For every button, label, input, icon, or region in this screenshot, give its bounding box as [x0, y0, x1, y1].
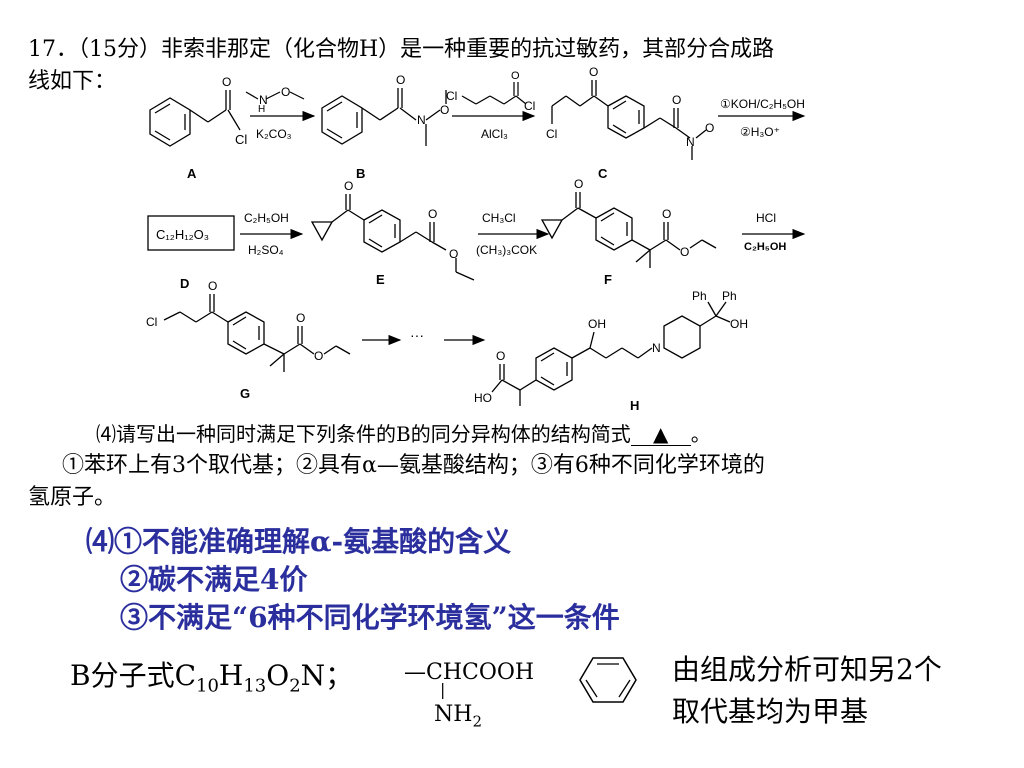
analysis-line-3: ③不满足“6种不同化学环境氢”这一条件	[120, 601, 620, 634]
compound-a-structure	[149, 90, 241, 147]
formula-h: H	[218, 659, 244, 692]
label-b: B	[356, 166, 365, 181]
label-d: D	[180, 276, 189, 291]
arrow2-below: AlCl₃	[481, 127, 508, 141]
arrow3-below: ②H₃O⁺	[740, 125, 780, 139]
compound-b-structure	[321, 88, 447, 146]
arrow2-reagent-structure	[461, 82, 527, 105]
label-f: F	[604, 272, 612, 287]
question-line-2: 线如下：	[28, 69, 117, 94]
conclusion-line-1: 由组成分析可知另2个	[672, 653, 942, 686]
atom-oh: OH	[588, 317, 606, 331]
atom-o: O	[672, 93, 681, 107]
compound-f-structure	[540, 192, 717, 268]
benzene-ring-icon	[579, 657, 637, 703]
compound-h-structure	[491, 301, 731, 406]
atom-cl: Cl	[546, 127, 557, 141]
atom-n: N	[652, 341, 661, 355]
amino-acid-group-bottom: NH2	[434, 702, 482, 730]
arrow6-above: HCl	[756, 211, 776, 225]
compound-d-box	[147, 215, 235, 251]
label-g: G	[240, 386, 250, 401]
atom-o: O	[705, 121, 714, 135]
arrow6-below: C₂H₅OH	[744, 241, 786, 253]
atom-o: O	[396, 73, 405, 87]
formula-o: O	[266, 659, 290, 692]
atom-o: O	[574, 177, 583, 191]
answer-blank: ▲	[630, 423, 691, 446]
arrow2-cl: Cl	[446, 89, 457, 103]
compound-c-structure	[551, 80, 707, 160]
atom-n: N	[259, 93, 268, 107]
compound-d-formula: C₁₂H₁₂O₃	[156, 227, 209, 242]
atom-o: O	[314, 349, 323, 363]
analysis-line-1: ⑷①不能准确理解α-氨基酸的含义	[86, 525, 512, 558]
arrow5-above: CH₃Cl	[482, 211, 516, 225]
formula-n: N	[300, 659, 326, 692]
arrow5-below: (CH₃)₃COK	[476, 243, 537, 257]
label-h: H	[630, 398, 639, 413]
formula-o-count: 2	[289, 675, 301, 697]
amino-nh: NH	[434, 702, 473, 727]
atom-o: O	[496, 349, 505, 363]
label-c: C	[598, 166, 608, 181]
arrow1-reagent-structure	[245, 91, 305, 100]
arrow1-below: K₂CO₃	[256, 127, 292, 141]
compound-g-structure	[163, 294, 351, 372]
subquestion-prompt: ⑷请写出一种同时满足下列条件的B的同分异构体的结构简式▲。	[96, 420, 711, 448]
formula-c: C	[174, 659, 197, 692]
amino-nh-sub: 2	[472, 712, 482, 731]
compound-e-structure	[310, 194, 475, 281]
amino-acid-group-bar: |	[440, 680, 446, 699]
atom-o: O	[222, 75, 231, 89]
amino-acid-group-top: —CHCOOH	[404, 660, 535, 685]
atom-cl: Cl	[146, 315, 157, 329]
atom-ph: Ph	[692, 289, 707, 303]
subquestion-conditions-2: 氢原子。	[28, 485, 117, 510]
label-a: A	[187, 166, 197, 181]
atom-o: O	[428, 207, 437, 221]
question-line-1: 17．（15分）非索非那定（化合物H）是一种重要的抗过敏药，其部分合成路	[28, 37, 775, 62]
arrow3-above: ①KOH/C₂H₅OH	[720, 97, 805, 111]
atom-ho: HO	[474, 391, 492, 405]
atom-o: O	[680, 245, 689, 259]
atom-o: O	[662, 207, 671, 221]
label-e: E	[376, 272, 385, 287]
subquestion-conditions-1: ①苯环上有3个取代基；②具有α—氨基酸结构；③有6种不同化学环境的	[62, 453, 765, 478]
arrow4-below: H₂SO₄	[248, 243, 284, 257]
conclusion-line-2: 取代基均为甲基	[672, 695, 869, 728]
formula-c-count: 10	[196, 675, 219, 697]
atom-o: O	[440, 103, 449, 117]
atom-o: O	[296, 311, 305, 325]
synthesis-scheme: O Cl A N O H K₂CO₃ O N O B Cl	[146, 65, 806, 413]
atom-o: O	[344, 179, 353, 193]
formula-h-count: 13	[243, 675, 267, 697]
atom-ph: Ph	[722, 289, 737, 303]
atom-o: O	[589, 65, 598, 79]
atom-cl: Cl	[235, 132, 247, 147]
atom-o: O	[281, 85, 290, 99]
formula-semicolon: ；	[325, 659, 354, 692]
subquestion-prompt-text: ⑷请写出一种同时满足下列条件的B的同分异构体的结构简式	[96, 422, 631, 446]
arrow2-cl2: Cl	[524, 99, 535, 113]
formula-prefix: B分子式	[70, 659, 175, 692]
arrow2-o: O	[511, 70, 520, 82]
atom-o: O	[208, 279, 217, 293]
atom-h: H	[258, 104, 265, 115]
atom-n: N	[417, 113, 426, 127]
atom-n: N	[686, 135, 695, 149]
analysis-line-2: ②碳不满足4价	[120, 563, 308, 596]
atom-o: O	[449, 247, 458, 261]
atom-oh: OH	[730, 317, 748, 331]
ellipsis: ···	[410, 327, 424, 343]
subquestion-end: 。	[690, 422, 711, 446]
b-molecular-formula: B分子式C10H13O2N；	[70, 654, 353, 697]
arrow4-above: C₂H₅OH	[244, 211, 289, 225]
